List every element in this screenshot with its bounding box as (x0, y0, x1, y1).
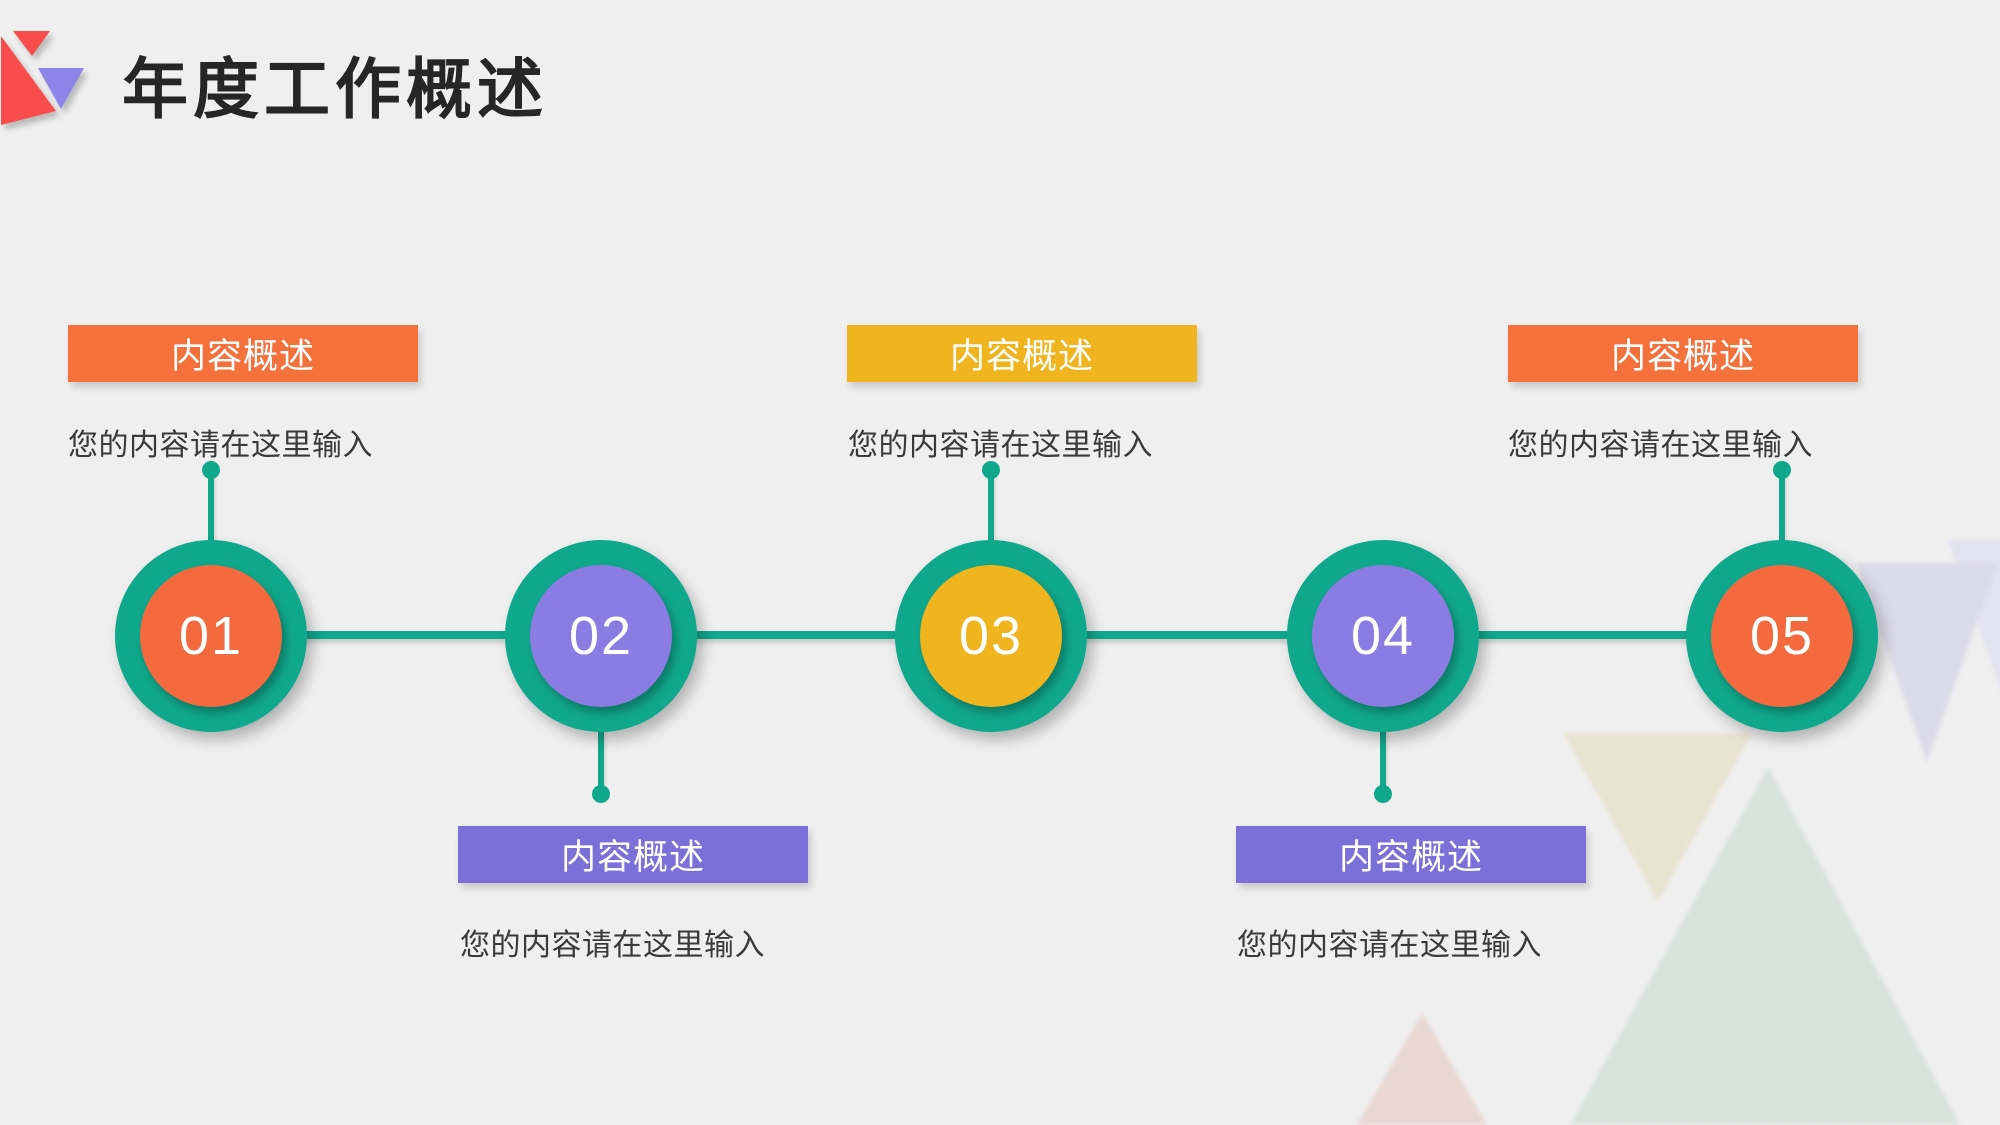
timeline-node-05: 05 (1686, 461, 1878, 732)
description-02: 您的内容请在这里输入 (460, 929, 765, 962)
node-ring-02: 02 (505, 540, 697, 732)
connector-line-01 (208, 470, 214, 550)
node-ring-05: 05 (1686, 540, 1878, 732)
label-text-03: 内容概述 (949, 337, 1094, 376)
timeline-node-01: 01 (115, 461, 307, 732)
timeline-node-04: 04 (1287, 540, 1479, 803)
pink-triangle-icon (1357, 1013, 1487, 1125)
node-circle-03: 03 (920, 565, 1062, 707)
beige-triangle-icon (1563, 733, 1752, 902)
label-text-02: 内容概述 (560, 838, 705, 877)
connector-line-03 (988, 470, 994, 550)
label-text-05: 内容概述 (1610, 337, 1755, 376)
node-ring-04: 04 (1287, 540, 1479, 732)
node-ring-01: 01 (115, 540, 307, 732)
description-03: 您的内容请在这里输入 (848, 429, 1153, 462)
description-05: 您的内容请在这里输入 (1508, 429, 1813, 462)
connector-line-05 (1779, 470, 1785, 550)
connector-line-04 (1380, 722, 1386, 798)
label-box-03: 内容概述 (847, 325, 1197, 382)
node-number-05: 05 (1749, 606, 1815, 666)
connector-dot-05 (1773, 461, 1791, 479)
node-number-04: 04 (1350, 606, 1416, 666)
label-text-01: 内容概述 (170, 337, 315, 376)
connector-line-02 (598, 722, 604, 798)
connector-dot-01 (202, 461, 220, 479)
label-box-01: 内容概述 (68, 325, 418, 382)
node-ring-03: 03 (895, 540, 1087, 732)
description-01: 您的内容请在这里输入 (68, 429, 373, 462)
node-number-03: 03 (958, 606, 1024, 666)
connector-dot-03 (982, 461, 1000, 479)
node-number-01: 01 (178, 606, 244, 666)
node-circle-01: 01 (140, 565, 282, 707)
label-text-04: 内容概述 (1338, 838, 1483, 877)
page-title: 年度工作概述 (122, 52, 548, 126)
label-box-02: 内容概述 (458, 826, 808, 883)
logo-triangles-icon (1, 31, 84, 125)
connector-dot-02 (592, 785, 610, 803)
logo-small-red-triangle (13, 31, 50, 56)
description-04: 您的内容请在这里输入 (1237, 929, 1542, 962)
node-circle-02: 02 (530, 565, 672, 707)
timeline-node-03: 03 (895, 461, 1087, 732)
logo-big-red-triangle (1, 36, 56, 125)
node-circle-04: 04 (1312, 565, 1454, 707)
timeline-node-02: 02 (505, 540, 697, 803)
label-box-05: 内容概述 (1508, 325, 1858, 382)
green-mountain-triangle-icon (1570, 767, 1960, 1125)
node-number-02: 02 (568, 606, 634, 666)
lavender-triangle-icon (1856, 563, 1998, 762)
label-box-04: 内容概述 (1236, 826, 1586, 883)
connector-dot-04 (1374, 785, 1392, 803)
logo-purple-triangle (38, 68, 84, 109)
node-circle-05: 05 (1711, 565, 1853, 707)
